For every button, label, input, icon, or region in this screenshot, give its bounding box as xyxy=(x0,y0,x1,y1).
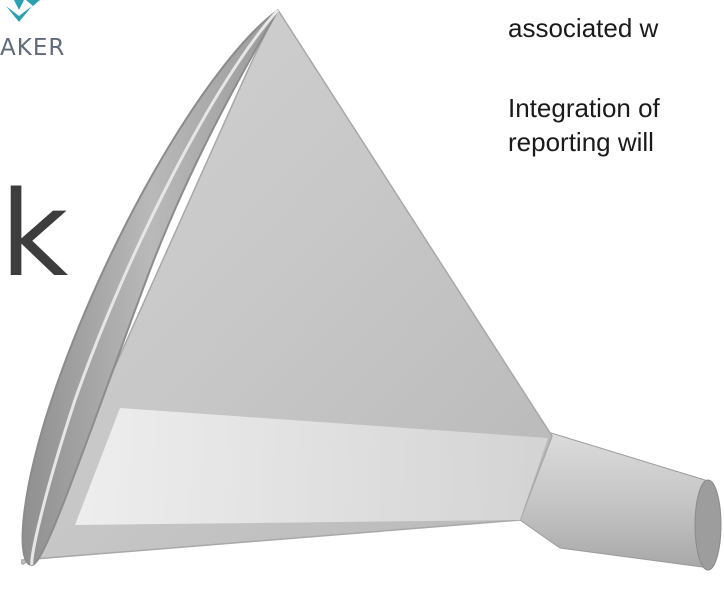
funnel-spout xyxy=(519,431,711,569)
body-text-line-1: associated w xyxy=(508,13,659,43)
body-text-line-2a: Integration of xyxy=(508,93,660,123)
funnel-sheen xyxy=(75,408,548,525)
hero-letter: k xyxy=(0,165,69,303)
logo-wordmark: AKER xyxy=(0,35,66,61)
body-text-line-2: Integration of reporting will xyxy=(508,91,660,159)
logo-mark-icon xyxy=(6,0,40,22)
body-text-line-2b: reporting will xyxy=(508,127,654,157)
funnel-spout-opening xyxy=(694,479,722,571)
